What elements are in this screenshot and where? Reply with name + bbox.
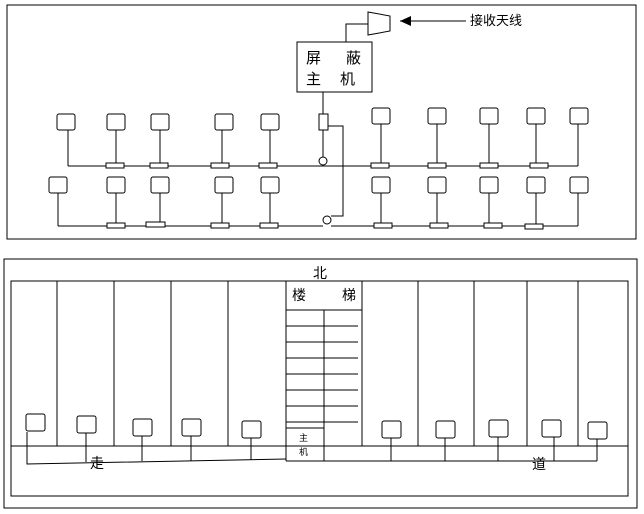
- power-splitter: [105, 162, 125, 169]
- indoor-antenna: [569, 176, 589, 194]
- indoor-antenna: [260, 176, 280, 194]
- indoor-antenna: [541, 419, 562, 438]
- shield-host-label-2a: 主: [306, 70, 321, 88]
- antenna-icon: [367, 11, 391, 36]
- indoor-antenna: [106, 176, 126, 194]
- power-splitter: [427, 162, 447, 169]
- power-splitter: [483, 222, 503, 229]
- indoor-antenna: [435, 420, 456, 439]
- indoor-antenna: [76, 415, 97, 434]
- indoor-antenna: [371, 176, 391, 194]
- corridor-label-b: 道: [532, 457, 546, 473]
- indoor-antenna: [371, 107, 391, 125]
- corridor-cable: [26, 432, 287, 465]
- indoor-antenna: [56, 113, 76, 131]
- bottom-panel: 北 楼 梯 主 机: [3, 258, 638, 509]
- branch-line: [328, 125, 344, 217]
- coupler-node: [322, 215, 332, 225]
- coupler-node: [318, 156, 328, 166]
- power-splitter: [373, 222, 393, 229]
- bottom-panel-frame: [3, 258, 638, 509]
- splitter-box: [318, 113, 329, 131]
- power-splitter: [106, 222, 126, 229]
- antenna-label: 接收天线: [470, 13, 522, 29]
- stairwell: 楼 梯 主 机: [285, 281, 363, 462]
- indoor-antenna: [150, 176, 170, 194]
- indoor-antenna: [132, 418, 153, 437]
- power-splitter: [429, 222, 449, 229]
- indoor-antenna: [214, 176, 234, 194]
- shield-host-label-1b: 蔽: [346, 49, 361, 67]
- shield-host-box: [296, 41, 373, 93]
- indoor-antenna: [25, 413, 46, 432]
- shield-host-label-1a: 屏: [306, 49, 321, 67]
- indoor-antenna: [427, 176, 447, 194]
- indoor-antenna: [587, 421, 608, 440]
- power-splitter: [259, 222, 279, 229]
- power-splitter: [210, 162, 230, 169]
- indoor-antenna: [526, 176, 546, 194]
- indoor-antenna: [181, 418, 202, 437]
- stair-label-a: 楼: [292, 288, 306, 304]
- top-panel: 接收天线 屏 蔽 主 机: [6, 4, 637, 240]
- corridor-label-a: 走: [90, 456, 104, 472]
- indoor-antenna: [569, 107, 589, 125]
- power-splitter: [149, 162, 169, 169]
- power-splitter: [258, 162, 278, 169]
- indoor-antenna: [479, 107, 499, 125]
- antenna-feed-line: [345, 23, 368, 42]
- indoor-antenna: [214, 113, 234, 131]
- host-label-b: 机: [299, 446, 308, 458]
- indoor-antenna: [381, 420, 402, 439]
- shield-host-label-2b: 机: [340, 70, 355, 88]
- indoor-antenna: [427, 107, 447, 125]
- arrow-head-icon: [400, 16, 411, 26]
- north-label: 北: [313, 266, 327, 282]
- power-splitter: [524, 223, 544, 230]
- stair-label-b: 梯: [342, 288, 356, 304]
- host-label-a: 主: [299, 432, 308, 444]
- floor-plan-outline: [10, 280, 629, 497]
- power-splitter: [210, 222, 230, 229]
- indoor-antenna: [150, 113, 170, 131]
- power-splitter: [529, 162, 549, 169]
- indoor-antenna: [48, 176, 68, 194]
- indoor-antenna: [479, 176, 499, 194]
- indoor-antenna: [106, 113, 126, 131]
- indoor-antenna: [526, 107, 546, 125]
- top-panel-frame: [6, 4, 637, 240]
- power-splitter: [145, 221, 166, 228]
- indoor-antenna: [241, 420, 262, 439]
- power-splitter: [479, 162, 499, 169]
- indoor-antenna: [488, 419, 509, 438]
- indoor-antenna: [260, 113, 280, 131]
- power-splitter: [370, 162, 390, 169]
